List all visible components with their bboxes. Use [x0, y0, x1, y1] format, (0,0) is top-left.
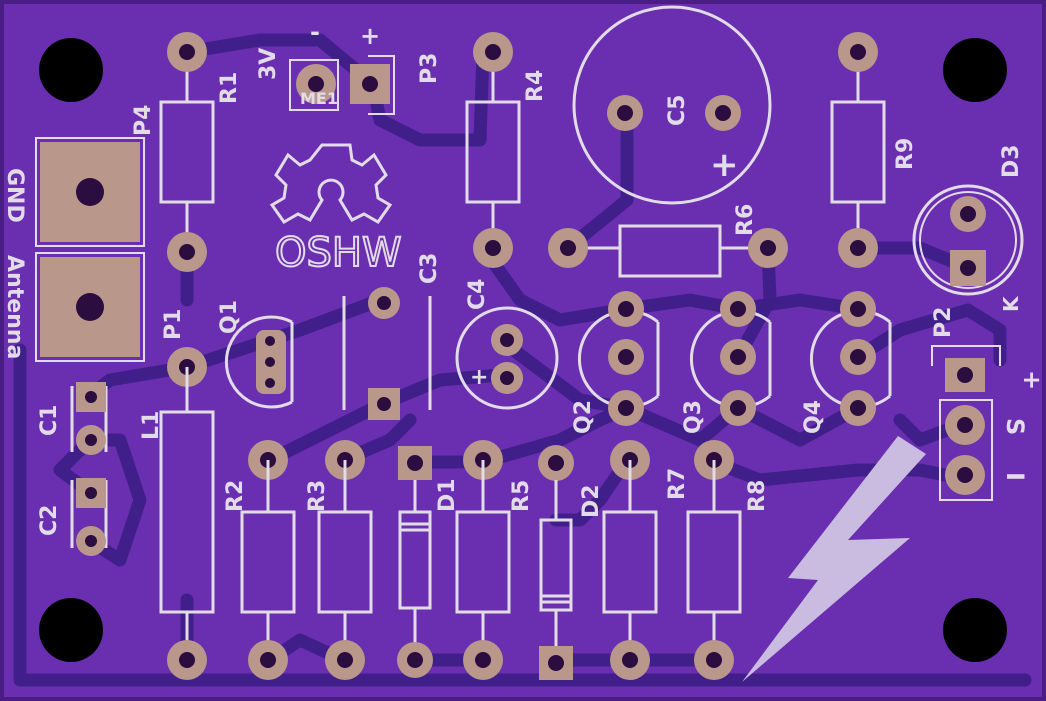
- q4-label: Q4: [801, 400, 826, 434]
- q3-label: Q3: [681, 400, 706, 434]
- c5-plus-label: +: [710, 145, 739, 185]
- connector-p3: 3V - + ME1 P3: [256, 18, 442, 115]
- inductor-l1: P1 L1: [139, 309, 215, 680]
- oshw-logo: OSHW: [269, 143, 403, 277]
- resistor-r1: R1: [159, 32, 242, 272]
- antenna-label: Antenna: [2, 255, 27, 359]
- mounting-hole-bottom-left: [39, 598, 103, 662]
- r2-label: R2: [223, 480, 248, 512]
- c3-label: C3: [417, 253, 442, 284]
- diode-d2: D2: [538, 445, 604, 680]
- c4-label: C4: [465, 279, 490, 310]
- resistor-r4: R4: [465, 32, 548, 268]
- r1-label: R1: [217, 72, 242, 104]
- q1-label: Q1: [217, 300, 242, 334]
- oshw-text: OSHW: [275, 230, 402, 276]
- p4-label: P4: [131, 105, 156, 136]
- resistor-r8: R8: [686, 440, 770, 680]
- p3-label: P3: [417, 53, 442, 84]
- r6-label: R6: [733, 204, 758, 236]
- c4-plus-label: +: [470, 365, 488, 390]
- r8-label: R8: [745, 480, 770, 512]
- d1-label: D1: [435, 478, 460, 512]
- volt-3v-label: 3V: [256, 48, 281, 80]
- resistor-r5: R5: [455, 440, 534, 680]
- transistor-q4: Q4: [801, 291, 892, 434]
- lightning-bolt-icon: [742, 436, 926, 682]
- r3-label: R3: [305, 480, 330, 512]
- capacitor-c4: C4 +: [455, 279, 559, 410]
- mounting-hole-top-right: [943, 38, 1007, 102]
- resistor-r2: R2: [223, 440, 296, 680]
- capacitor-c5: C5 +: [572, 5, 772, 205]
- r7-label: R7: [665, 468, 690, 500]
- transistor-q3: Q3: [681, 291, 772, 434]
- transistor-q2: Q2: [571, 291, 660, 434]
- mounting-hole-top-left: [39, 38, 103, 102]
- transistor-q1: Q1: [217, 300, 294, 409]
- c1-label: C1: [37, 405, 62, 436]
- r4-label: R4: [523, 70, 548, 102]
- p2-plus-label: +: [1018, 370, 1046, 390]
- resistor-r6: R6: [548, 204, 788, 278]
- resistor-r7: R7: [602, 440, 690, 680]
- k-label: K: [999, 295, 1023, 312]
- d3-label: D3: [999, 144, 1024, 178]
- led-d3: D3 K: [912, 144, 1024, 312]
- c5-label: C5: [665, 95, 690, 126]
- p2-minus-label: I: [1001, 472, 1029, 481]
- capacitor-c3: C3: [342, 253, 442, 420]
- p3-minus-label: -: [310, 18, 320, 46]
- r5-label: R5: [509, 480, 534, 512]
- connector-p2: P2 + S I: [931, 307, 1046, 501]
- r9-label: R9: [893, 138, 918, 170]
- gnd-label: GND: [2, 168, 27, 223]
- q2-label: Q2: [571, 400, 596, 434]
- diode-d1: D1: [397, 446, 460, 678]
- capacitor-c1: C1: [37, 382, 108, 455]
- resistor-r9: R9: [830, 32, 918, 268]
- l1-label: L1: [139, 411, 164, 440]
- p1-label: P1: [161, 309, 186, 340]
- resistor-r3: R3: [305, 440, 373, 680]
- p2-label: P2: [931, 307, 956, 338]
- d2-label: D2: [579, 484, 604, 518]
- c2-label: C2: [37, 505, 62, 536]
- p3-plus-label: +: [360, 22, 380, 50]
- me1-label: ME1: [300, 89, 338, 108]
- mounting-holes: [39, 38, 1007, 662]
- p2-s-label: S: [1001, 418, 1029, 435]
- mounting-hole-bottom-right: [943, 598, 1007, 662]
- capacitor-c2: C2: [37, 478, 108, 556]
- connector-p4: P4 GND Antenna: [2, 105, 156, 362]
